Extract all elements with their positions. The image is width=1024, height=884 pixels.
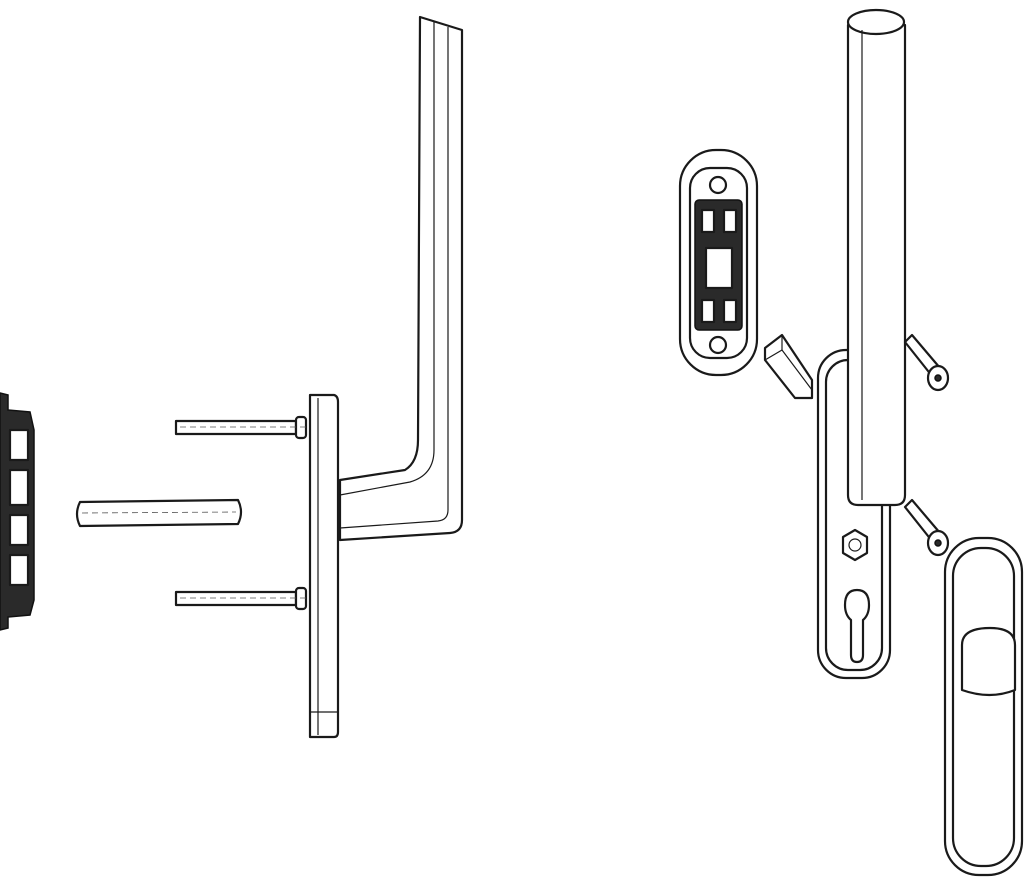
screw-lower bbox=[903, 498, 950, 557]
cylinder-cutout bbox=[843, 588, 871, 664]
cover-plate bbox=[943, 536, 1024, 877]
nut bbox=[841, 528, 869, 562]
square-spindle bbox=[75, 498, 243, 528]
backplate-left bbox=[308, 393, 340, 739]
fixing-screw-top bbox=[174, 415, 320, 440]
square-spindle-short bbox=[763, 333, 814, 400]
screw-upper bbox=[903, 333, 950, 392]
lever-handle bbox=[338, 15, 464, 542]
fixing-screw-bottom bbox=[174, 586, 320, 611]
left-rose bbox=[0, 392, 35, 631]
cylinder-handle bbox=[846, 8, 907, 507]
inner-rose-plate bbox=[678, 148, 759, 377]
